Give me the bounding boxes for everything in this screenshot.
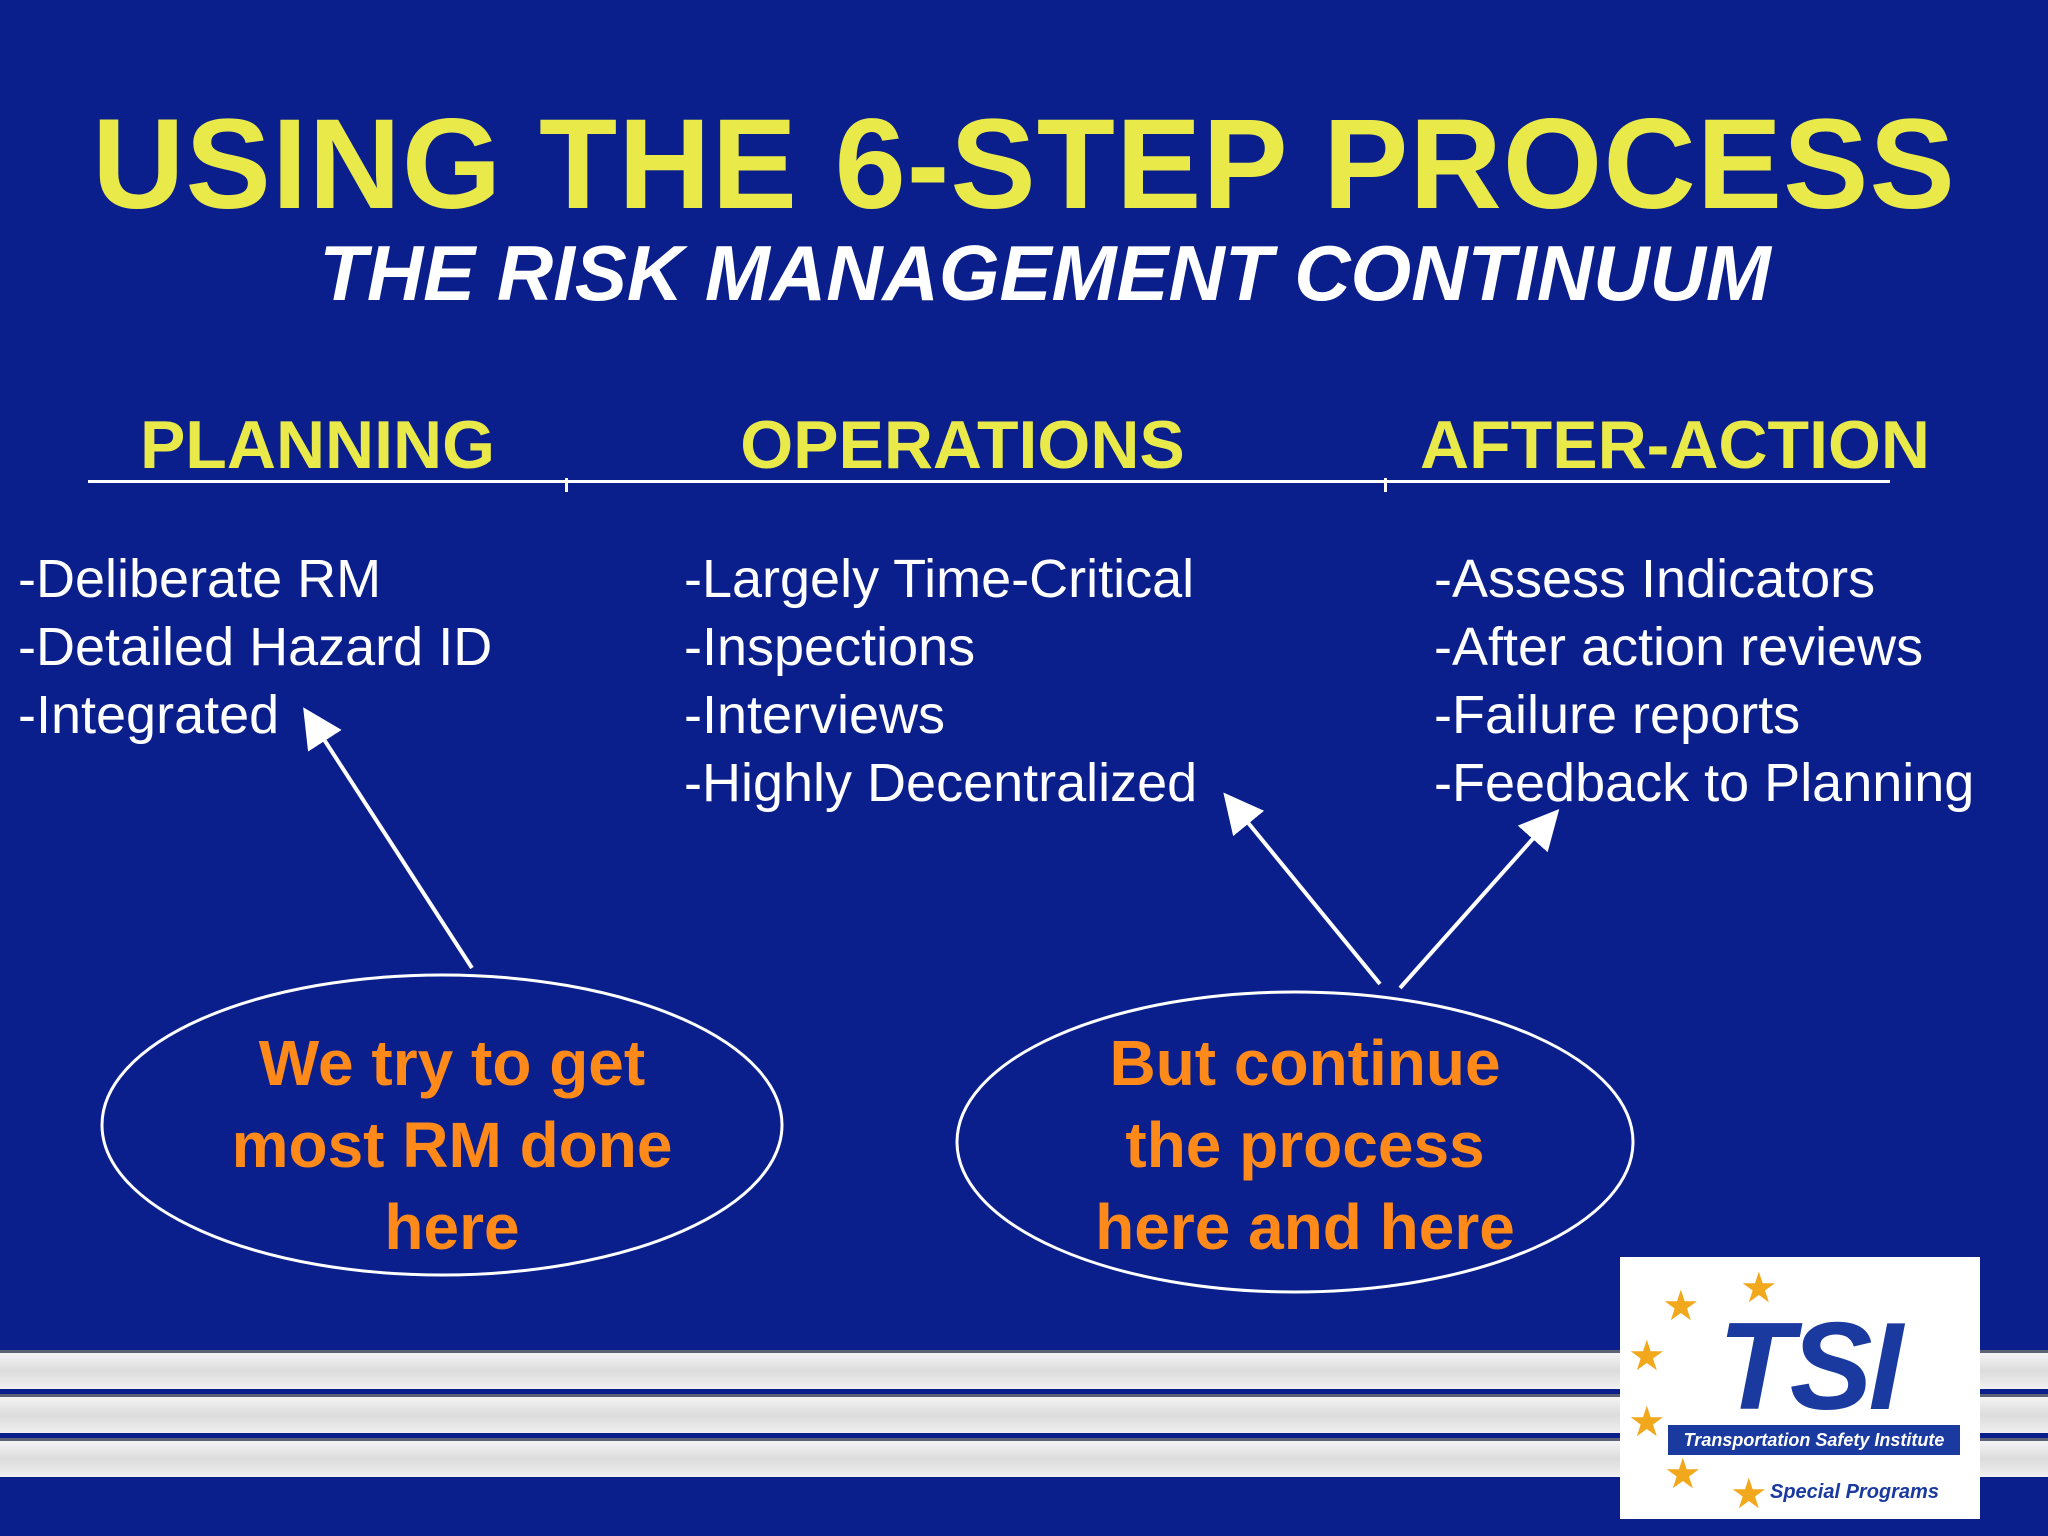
list-item: -Inspections [684, 617, 976, 677]
planning-list: -Deliberate RM -Detailed Hazard ID -Inte… [18, 545, 492, 749]
tsi-logo: ★ ★ ★ ★ ★ ★ TSI Transportation Safety In… [1620, 1257, 1980, 1519]
list-item: -Integrated [18, 685, 280, 745]
list-item: -Highly Decentralized [684, 753, 1198, 813]
star-icon: ★ [1664, 1450, 1702, 1497]
after-action-heading: AFTER-ACTION [1420, 407, 1930, 483]
star-icon: ★ [1740, 1264, 1778, 1311]
callout-line: most RM done [231, 1109, 673, 1181]
logo-institute-name: Transportation Safety Institute [1668, 1425, 1960, 1455]
timeline-tick [1384, 478, 1387, 492]
after-action-list: -Assess Indicators -After action reviews… [1434, 545, 1974, 817]
list-item: -Failure reports [1434, 685, 1801, 745]
callout-line: But continue [1109, 1027, 1501, 1099]
logo-tagline: Special Programs [1770, 1481, 1939, 1503]
callout-line: We try to get [258, 1027, 646, 1099]
list-item: -After action reviews [1434, 617, 1924, 677]
list-item: -Deliberate RM [18, 549, 382, 609]
callout-text-planning: We try to get most RM done here [162, 1022, 742, 1268]
callout-line: here and here [1095, 1191, 1515, 1263]
arrow-to-planning [303, 707, 474, 970]
callout-line: here [384, 1191, 520, 1263]
callout-ellipse-planning [100, 973, 784, 1277]
callout-text-operations: But continue the process here and here [1015, 1022, 1595, 1268]
star-icon: ★ [1730, 1470, 1768, 1517]
slide-title: USING THE 6-STEP PROCESS [92, 93, 1956, 236]
operations-heading: OPERATIONS [740, 407, 1185, 483]
slide-subtitle: THE RISK MANAGEMENT CONTINUUM [319, 229, 1771, 317]
timeline-tick [565, 478, 568, 492]
callout-ellipse-operations [955, 990, 1635, 1294]
arrow-to-operations [1223, 792, 1382, 986]
list-item: -Detailed Hazard ID [18, 617, 493, 677]
list-item: -Assess Indicators [1434, 549, 1876, 609]
operations-list: -Largely Time-Critical -Inspections -Int… [684, 545, 1197, 817]
callout-line: the process [1125, 1109, 1485, 1181]
list-item: -Feedback to Planning [1434, 753, 1975, 813]
star-icon: ★ [1628, 1332, 1666, 1379]
list-item: -Largely Time-Critical [684, 549, 1195, 609]
logo-mark: TSI [1718, 1298, 1903, 1436]
arrow-to-after-action [1398, 809, 1560, 990]
star-icon: ★ [1662, 1282, 1700, 1329]
list-item: -Interviews [684, 685, 946, 745]
planning-heading: PLANNING [139, 407, 496, 483]
continuum-timeline [88, 480, 1890, 483]
star-icon: ★ [1628, 1398, 1666, 1445]
